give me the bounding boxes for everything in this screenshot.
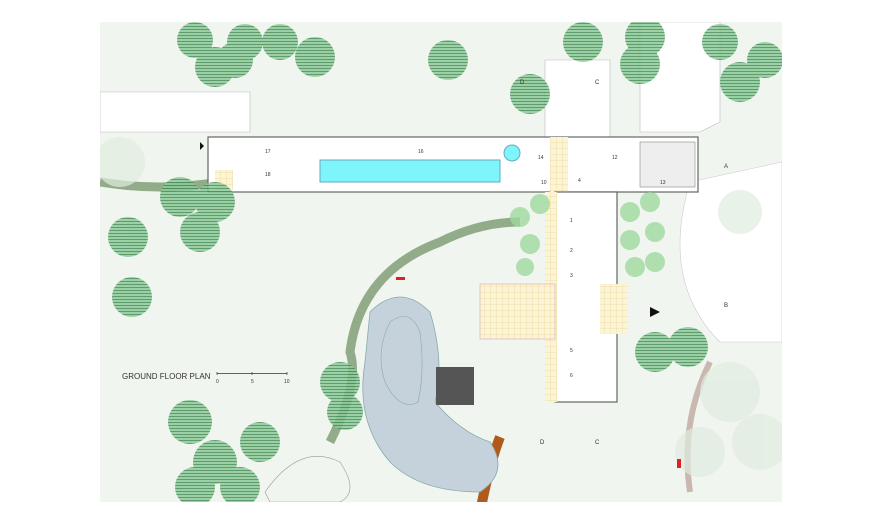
section-mark: D	[520, 80, 525, 86]
tree	[702, 24, 738, 60]
room-number: 17	[265, 149, 271, 155]
site-plan: 16 17 18 14 10 12 13 4 1 2 3 5 6 D C A B…	[100, 22, 782, 502]
shrubs	[510, 192, 665, 277]
room-number: 12	[612, 155, 618, 161]
tree	[195, 182, 235, 222]
tree	[240, 422, 280, 462]
tree	[262, 24, 298, 60]
section-mark: B	[724, 303, 728, 309]
pool	[319, 159, 501, 183]
tree	[108, 217, 148, 257]
tree	[635, 332, 675, 372]
terrace	[479, 283, 556, 340]
tree	[327, 394, 363, 430]
room-number: 6	[570, 373, 573, 379]
room-number: 13	[660, 180, 666, 186]
driveway-north	[544, 59, 611, 138]
room-number: 18	[265, 172, 271, 178]
tree	[320, 362, 360, 402]
room-number: 16	[418, 149, 424, 155]
tree	[175, 467, 215, 502]
room-number: 1	[570, 218, 573, 224]
tree	[563, 22, 603, 62]
tree	[510, 74, 550, 114]
marker	[677, 459, 681, 468]
entry-deck	[600, 284, 628, 334]
arrow-icon	[200, 142, 204, 150]
scale-tick: 10	[284, 379, 290, 385]
pavilion-roof	[436, 367, 474, 405]
scale-tick: 0	[216, 379, 219, 385]
contour	[264, 456, 351, 502]
tree	[160, 177, 200, 217]
neighbour-plot	[100, 91, 251, 133]
scale-tick: 5	[251, 379, 254, 385]
section-mark: A	[724, 164, 728, 170]
garage	[639, 141, 696, 188]
room-number: 10	[541, 180, 547, 186]
tree	[180, 212, 220, 252]
room-number: 4	[578, 178, 581, 184]
jacuzzi	[503, 144, 521, 162]
side-path	[684, 360, 713, 493]
tree	[747, 42, 782, 78]
marker	[396, 277, 405, 280]
tree	[668, 327, 708, 367]
tree	[220, 467, 260, 502]
tree	[177, 22, 213, 58]
tree	[217, 42, 253, 78]
tree	[112, 277, 152, 317]
light-trees	[100, 137, 782, 477]
entry-arrow-icon	[650, 307, 660, 317]
room-number: 2	[570, 248, 573, 254]
trees	[108, 22, 782, 502]
tree	[620, 44, 660, 84]
section-mark: C	[595, 440, 600, 446]
scale-bar: 0 5 10	[216, 372, 290, 385]
section-mark: D	[540, 440, 545, 446]
corridor	[550, 137, 568, 192]
plan-title: GROUND FLOOR PLAN	[122, 372, 211, 381]
section-mark: C	[595, 80, 600, 86]
tree	[720, 62, 760, 102]
tree	[428, 40, 468, 80]
tree	[295, 37, 335, 77]
tree	[168, 400, 212, 444]
room-number: 14	[538, 155, 544, 161]
pond	[362, 296, 499, 493]
room-number: 5	[570, 348, 573, 354]
room-number: 3	[570, 273, 573, 279]
